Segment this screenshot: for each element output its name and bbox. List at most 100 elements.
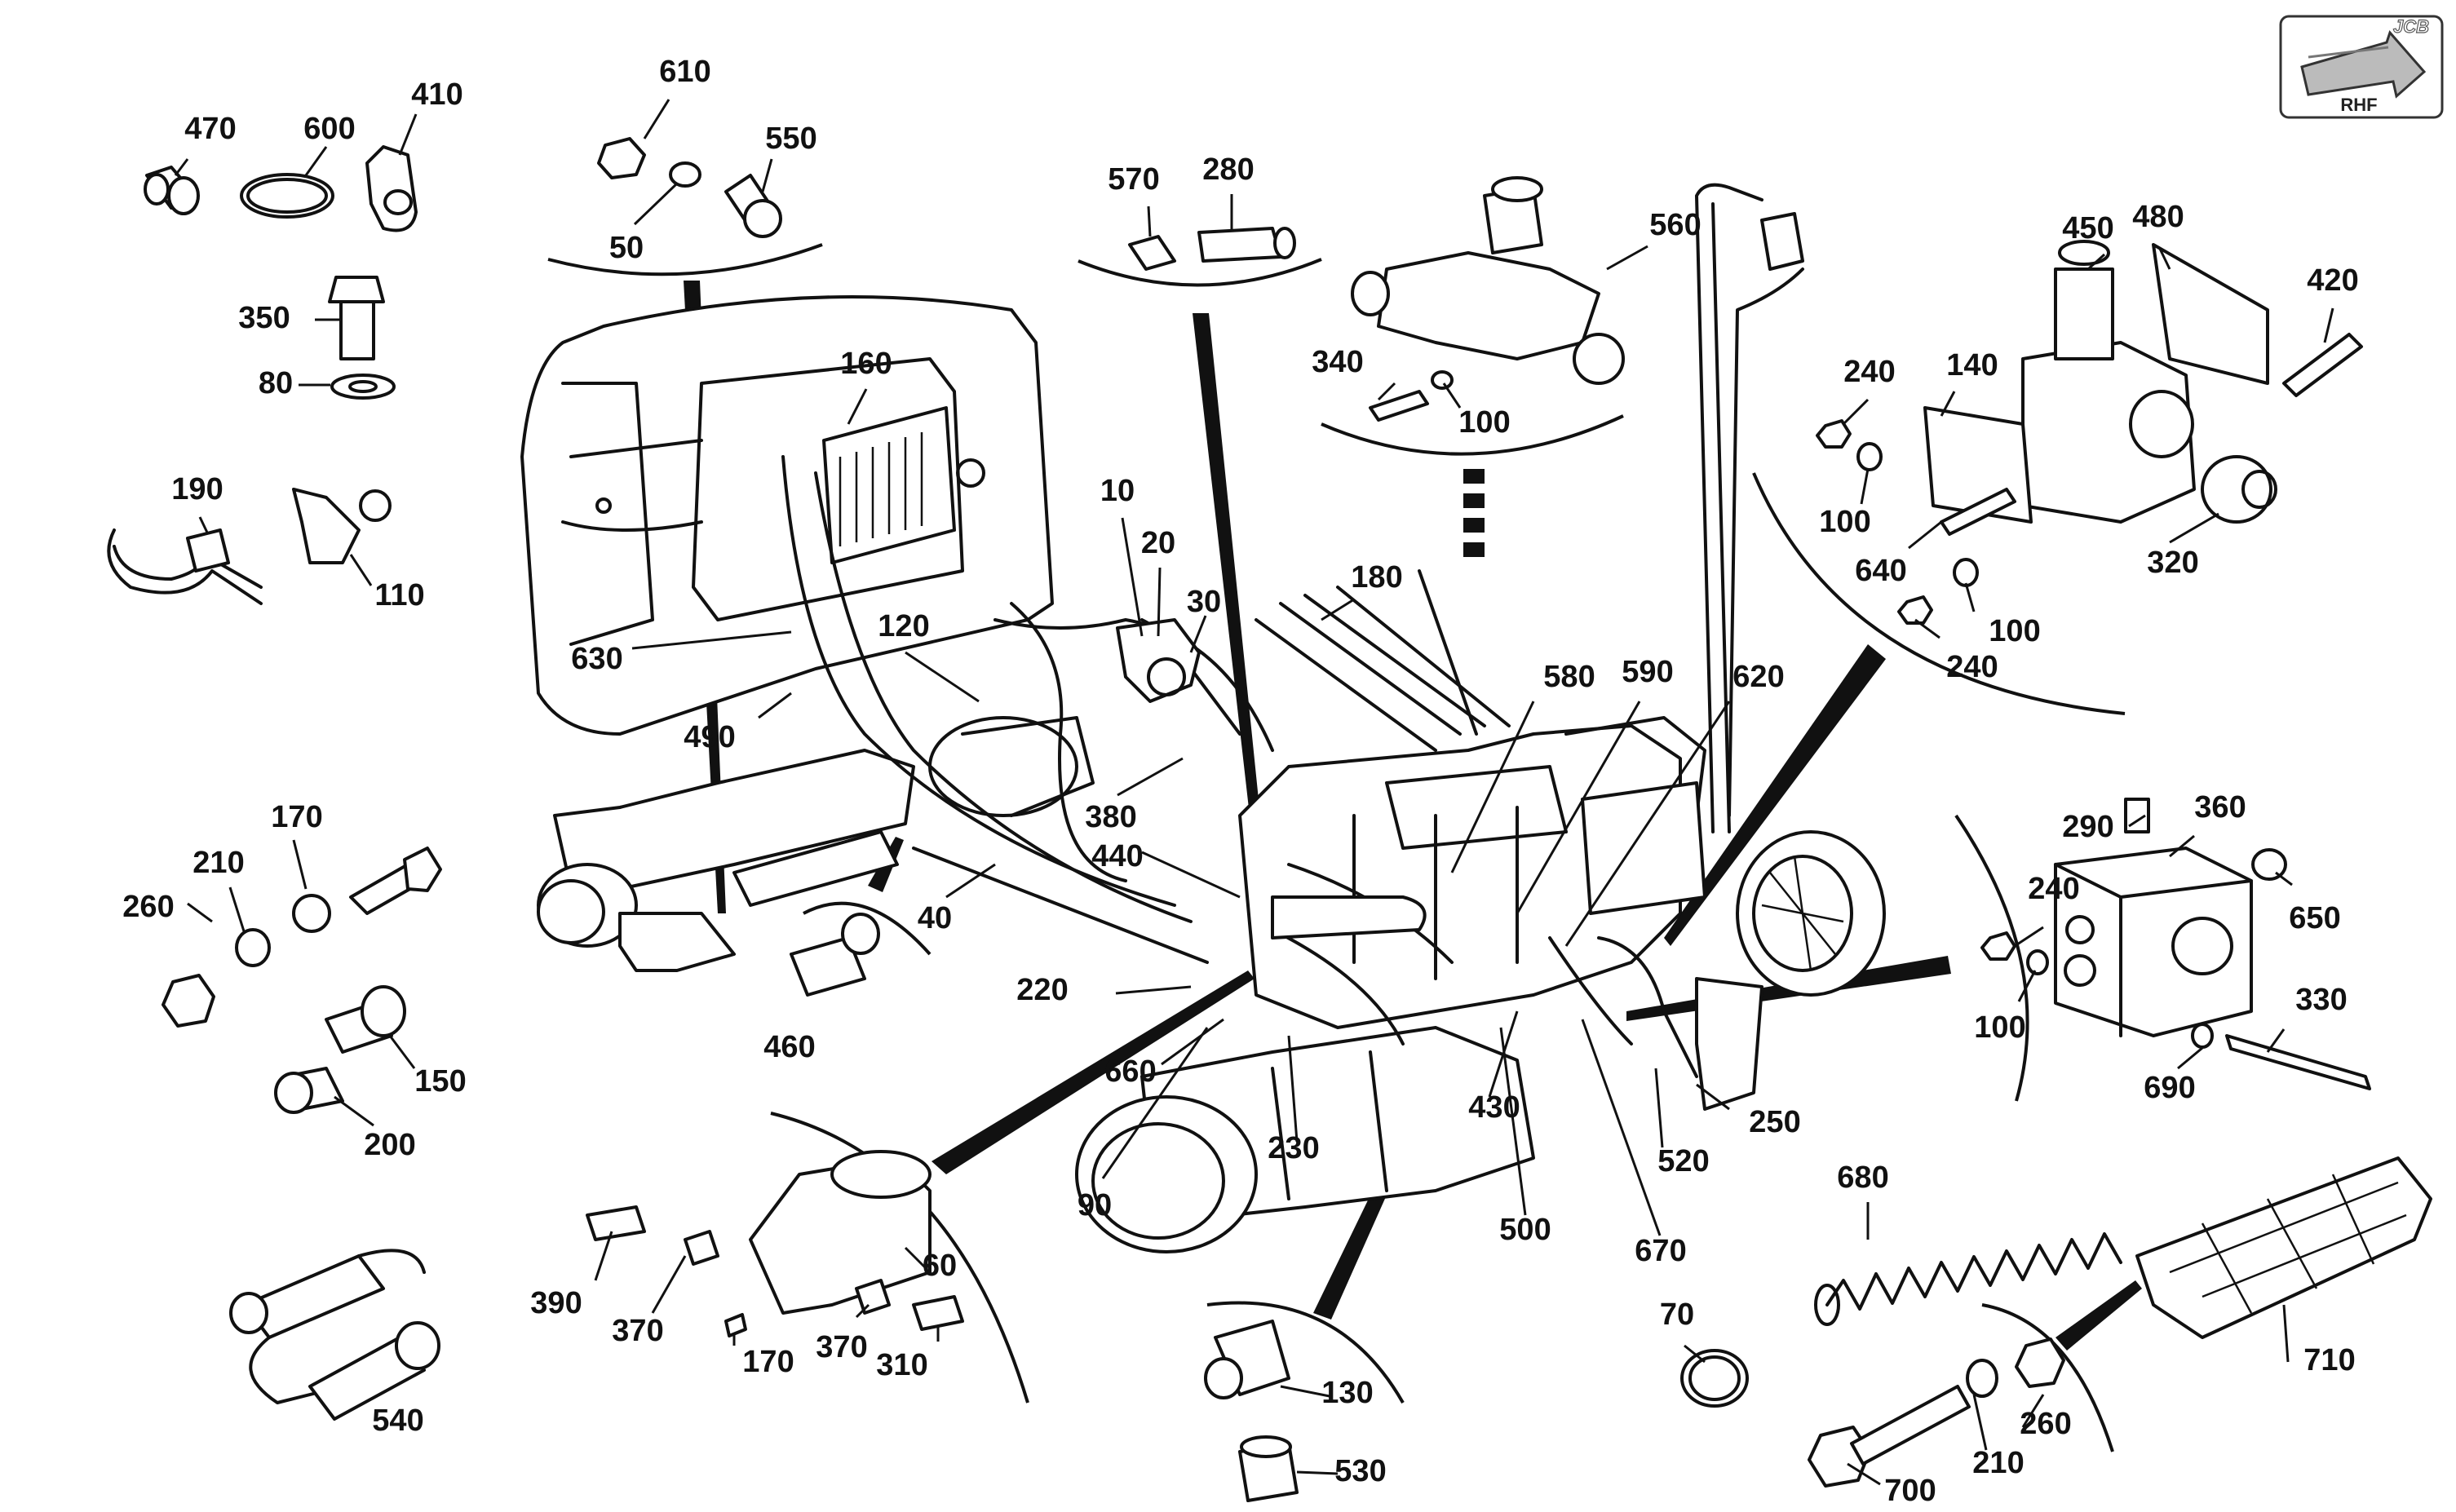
label-120: 120 <box>878 609 929 643</box>
label-130: 130 <box>1321 1376 1373 1410</box>
part-280-extension <box>1197 227 1282 263</box>
part-240-nut <box>1816 419 1852 449</box>
label-590: 590 <box>1622 655 1673 689</box>
part-70-hose-clamp <box>1680 1349 1749 1408</box>
label-640: 640 <box>1855 554 1906 588</box>
label-90: 90 <box>1078 1188 1112 1222</box>
part-540-hose <box>243 1254 385 1339</box>
part-650-plug <box>2251 848 2287 881</box>
label-410: 410 <box>411 77 462 112</box>
label-210-b: 210 <box>1972 1446 2024 1480</box>
label-70: 70 <box>1660 1298 1694 1332</box>
part-190-cable-tie <box>107 528 263 605</box>
label-380: 380 <box>1085 800 1136 834</box>
part-310-fitting <box>912 1295 964 1331</box>
label-540: 540 <box>372 1404 423 1438</box>
part-330-bolt <box>2225 1034 2371 1090</box>
label-580: 580 <box>1543 660 1595 694</box>
label-630: 630 <box>571 642 622 676</box>
label-200: 200 <box>364 1128 415 1162</box>
label-370-b: 370 <box>816 1330 867 1364</box>
label-480: 480 <box>2132 200 2184 234</box>
label-610: 610 <box>659 55 710 89</box>
label-560: 560 <box>1649 208 1701 242</box>
part-360-valve-block <box>2054 847 2253 1037</box>
label-670: 670 <box>1635 1234 1686 1268</box>
label-600: 600 <box>303 112 355 146</box>
label-330: 330 <box>2295 983 2347 1017</box>
part-600-oring <box>240 173 334 219</box>
label-690: 690 <box>2144 1071 2195 1105</box>
label-60: 60 <box>923 1249 957 1283</box>
rhf-orientation-badge: JCB RHF <box>2279 15 2444 119</box>
label-700: 700 <box>1884 1474 1936 1508</box>
label-240-b: 240 <box>1946 650 1998 684</box>
label-450: 450 <box>2062 211 2113 245</box>
label-110: 110 <box>374 578 424 612</box>
part-570-fitting <box>1128 235 1176 271</box>
label-260-a: 260 <box>122 890 174 924</box>
main-assembly <box>520 183 1886 1253</box>
label-470: 470 <box>184 112 236 146</box>
label-220: 220 <box>1016 973 1068 1007</box>
label-100-a: 100 <box>1458 405 1510 440</box>
label-660: 660 <box>1104 1054 1156 1089</box>
part-680-spring <box>1825 1232 2122 1311</box>
part-80-washer <box>330 374 396 400</box>
label-240-a: 240 <box>1843 355 1895 389</box>
label-10: 10 <box>1100 474 1135 508</box>
leader-lines <box>174 99 2334 1486</box>
part-50-washer <box>669 161 701 188</box>
label-150: 150 <box>414 1064 466 1099</box>
label-240-c: 240 <box>2028 872 2079 906</box>
part-170-small-bolt <box>724 1313 747 1337</box>
label-350: 350 <box>238 301 290 335</box>
label-230: 230 <box>1268 1131 1319 1165</box>
dashed-pointer-560 <box>1463 469 1485 557</box>
label-530: 530 <box>1334 1454 1386 1488</box>
part-640-bolt <box>1940 488 2016 536</box>
label-340: 340 <box>1312 345 1363 379</box>
label-140: 140 <box>1946 348 1998 382</box>
label-170-b: 170 <box>742 1345 794 1379</box>
rhf-label: RHF <box>2340 95 2377 115</box>
label-320: 320 <box>2147 546 2198 580</box>
part-560-tee-valve <box>1377 251 1600 360</box>
label-500: 500 <box>1499 1213 1551 1247</box>
label-420: 420 <box>2307 263 2358 298</box>
part-470-adapter <box>144 166 200 215</box>
label-550: 550 <box>765 122 816 156</box>
label-390: 390 <box>530 1286 582 1320</box>
label-680: 680 <box>1837 1161 1888 1195</box>
part-460-elbow <box>790 936 866 997</box>
part-410-bracket <box>365 145 418 232</box>
label-430: 430 <box>1468 1090 1520 1125</box>
label-710: 710 <box>2303 1343 2355 1377</box>
label-100-d: 100 <box>1974 1010 2025 1045</box>
label-280: 280 <box>1202 153 1254 187</box>
part-480-plate <box>2152 243 2269 385</box>
label-160: 160 <box>840 347 892 381</box>
label-650: 650 <box>2289 901 2340 935</box>
label-520: 520 <box>1657 1144 1709 1178</box>
label-80: 80 <box>259 366 293 400</box>
part-420-bolt <box>2282 333 2363 397</box>
label-570: 570 <box>1108 162 1159 197</box>
part-350-bolt <box>328 276 385 303</box>
label-370-a: 370 <box>612 1314 663 1348</box>
label-50: 50 <box>609 231 644 265</box>
part-340-bolt <box>1369 390 1429 422</box>
label-190: 190 <box>171 472 223 506</box>
label-180: 180 <box>1351 560 1402 595</box>
label-100-b: 100 <box>1819 505 1870 539</box>
part-260-nut <box>162 974 215 1028</box>
part-390-tap <box>586 1205 646 1241</box>
label-40: 40 <box>918 901 952 935</box>
label-620: 620 <box>1732 660 1784 694</box>
label-100-c: 100 <box>1989 614 2040 648</box>
label-440: 440 <box>1091 839 1143 873</box>
loose-parts <box>107 137 2432 1502</box>
part-690-washer <box>2191 1023 2214 1049</box>
label-290: 290 <box>2062 810 2113 844</box>
